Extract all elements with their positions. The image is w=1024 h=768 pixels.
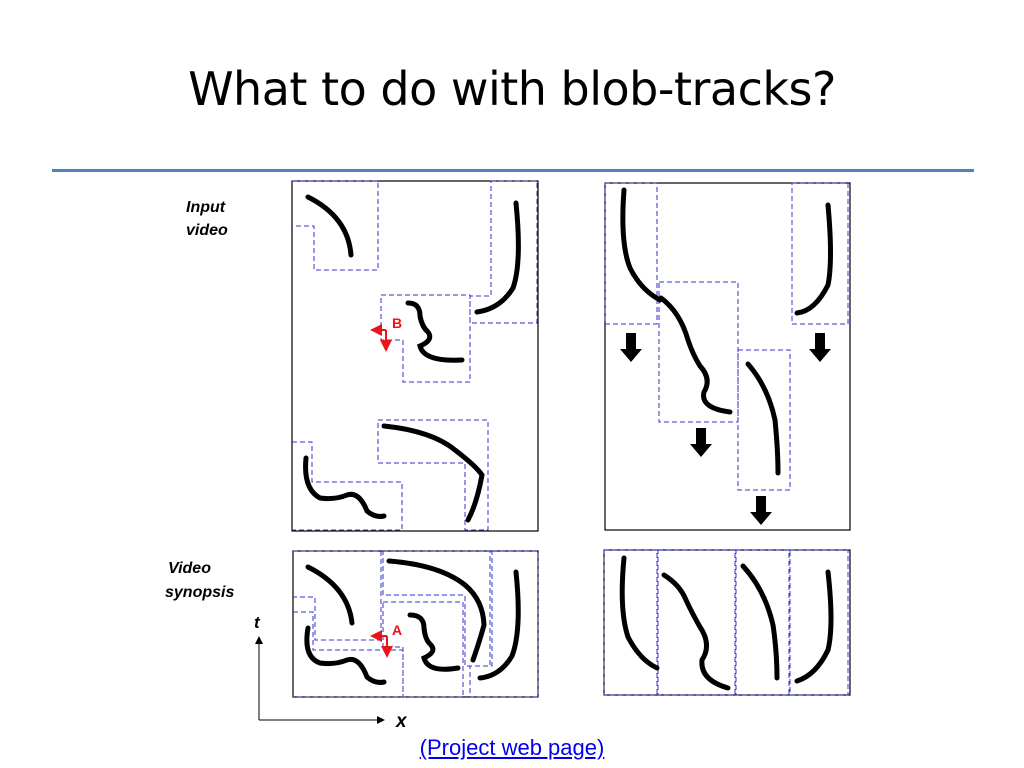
blob-tracks: [303, 194, 521, 523]
title-divider: [52, 169, 974, 172]
project-web-page-link[interactable]: (Project web page): [419, 735, 605, 760]
synopsis-tracks: [304, 558, 521, 685]
synopsis-panel: A: [292, 550, 539, 698]
synopsis-time-tracks: [619, 555, 834, 691]
slide-title: What to do with blob-tracks?: [188, 62, 836, 116]
shift-track-boxes: [604, 182, 849, 491]
label-video: video: [186, 222, 228, 239]
axis-x-label: x: [395, 711, 408, 732]
synopsis-time-boxes: [603, 549, 849, 696]
synopsis-time-panel: [603, 549, 851, 696]
axis-t-label: t: [254, 613, 261, 632]
shift-tracks: [620, 187, 833, 476]
synopsis-track-boxes: [293, 550, 539, 698]
marker-b-label: B: [392, 315, 402, 331]
marker-b: B: [370, 315, 402, 352]
label-video-synopsis-1: Video: [168, 560, 211, 577]
marker-a-label: A: [392, 622, 402, 638]
project-web-page-link-row: (Project web page): [0, 735, 1024, 761]
marker-a: A: [370, 622, 402, 658]
shift-arrows: [620, 333, 831, 525]
time-shift-panel: [604, 182, 851, 531]
input-video-panel: B: [291, 180, 539, 532]
axes: t x: [254, 613, 408, 732]
label-video-synopsis-2: synopsis: [165, 584, 234, 601]
label-input: Input: [186, 199, 226, 216]
